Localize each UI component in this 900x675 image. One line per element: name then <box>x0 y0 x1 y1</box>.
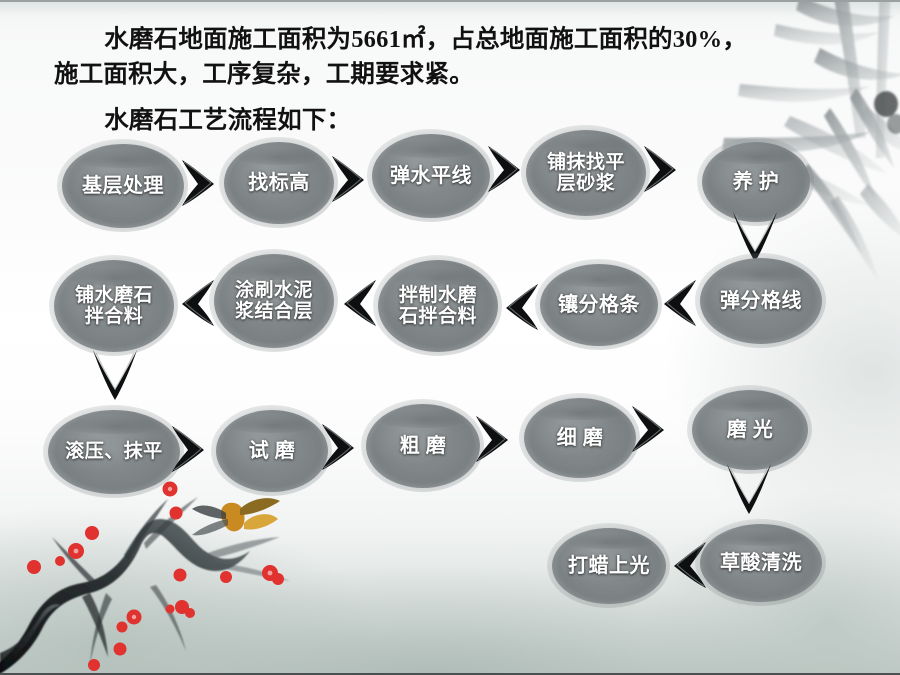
chevron-left-brush-icon <box>172 274 218 330</box>
flow-node-label: 涂刷水泥 浆结合层 <box>234 279 313 322</box>
plum-blossom-branch-ink-painting <box>0 467 334 673</box>
chevron-down-brush-icon <box>88 346 142 404</box>
flow-node-label: 养 护 <box>732 170 780 193</box>
flow-node-snap-divider-lines[interactable]: 弹分格线 <box>695 253 826 348</box>
flow-node-label: 镶分格条 <box>558 293 640 316</box>
flow-node-label: 弹水平线 <box>390 164 472 187</box>
flow-node-label: 粗 磨 <box>399 434 447 457</box>
flow-node-label: 铺水磨石 拌合料 <box>74 284 153 327</box>
flow-node-label: 基层处理 <box>82 174 164 197</box>
body-paragraph-1: 水磨石地面施工面积为5661㎡，占总地面施工面积的30%， <box>104 26 748 53</box>
flow-node-fine-grinding[interactable]: 细 磨 <box>519 393 640 482</box>
flow-node-curing[interactable]: 养 护 <box>697 137 814 226</box>
bamboo-ink-painting <box>680 2 900 288</box>
body-paragraph-3: 水磨石工艺流程如下： <box>104 106 352 134</box>
chevron-right-brush-icon <box>178 154 224 210</box>
flow-node-label: 试 磨 <box>248 439 296 462</box>
flow-node-label: 细 磨 <box>556 426 604 449</box>
body-text-block: 水磨石地面施工面积为5661㎡，占总地面施工面积的30%， 施工面积大，工序复杂… <box>54 24 844 139</box>
flow-node-polishing[interactable]: 磨 光 <box>687 385 812 474</box>
flow-node-coarse-grinding[interactable]: 粗 磨 <box>361 399 484 492</box>
flow-node-label: 找标高 <box>248 171 310 194</box>
plum-blossoms <box>27 481 284 671</box>
chevron-right-brush-icon <box>472 410 518 466</box>
flow-node-label: 磨 光 <box>726 418 774 441</box>
flow-node-label: 弹分格线 <box>720 289 802 312</box>
flow-node-wax-polish[interactable]: 打蜡上光 <box>547 523 670 608</box>
chevron-right-brush-icon <box>640 140 686 196</box>
flow-node-trial-grinding[interactable]: 试 磨 <box>211 405 332 496</box>
flow-node-label: 草酸清洗 <box>720 551 802 574</box>
body-paragraph-2: 施工面积大，工序复杂，工期要求紧。 <box>54 60 474 88</box>
chevron-down-brush-icon <box>722 460 776 518</box>
flow-node-snap-level-line[interactable]: 弹水平线 <box>367 129 494 222</box>
flow-node-leveling-mortar[interactable]: 铺抹找平 层砂浆 <box>521 125 650 220</box>
flow-node-base-treatment[interactable]: 基层处理 <box>57 139 188 232</box>
butterfly-decoration <box>192 498 280 536</box>
flow-node-label: 滚压、抹平 <box>65 441 163 463</box>
flow-node-roll-and-trowel[interactable]: 滚压、抹平 <box>43 405 184 498</box>
flow-node-label: 拌制水磨 石拌合料 <box>398 284 477 327</box>
chevron-left-brush-icon <box>654 274 700 330</box>
chevron-right-brush-icon <box>628 400 674 456</box>
flow-node-label: 铺抹找平 层砂浆 <box>546 151 625 194</box>
flow-node-cement-slurry-bond[interactable]: 涂刷水泥 浆结合层 <box>209 249 338 352</box>
flow-node-oxalic-acid-cleaning[interactable]: 草酸清洗 <box>695 519 826 606</box>
chevron-left-brush-icon <box>664 536 710 592</box>
flow-node-inlay-divider-strips[interactable]: 镶分格条 <box>535 259 662 350</box>
chevron-right-brush-icon <box>328 150 374 206</box>
chevron-left-brush-icon <box>334 274 380 330</box>
chevron-right-brush-icon <box>318 418 364 474</box>
chevron-left-brush-icon <box>496 278 542 334</box>
flow-node-spread-terrazzo-mix[interactable]: 铺水磨石 拌合料 <box>49 255 178 356</box>
flow-node-mix-terrazzo[interactable]: 拌制水磨 石拌合料 <box>373 255 502 356</box>
chevron-down-brush-icon <box>728 208 782 266</box>
flow-node-label: 打蜡上光 <box>568 554 650 577</box>
chevron-right-brush-icon <box>484 140 530 196</box>
flow-node-find-elevation[interactable]: 找标高 <box>219 137 338 228</box>
chevron-right-brush-icon <box>168 420 214 476</box>
